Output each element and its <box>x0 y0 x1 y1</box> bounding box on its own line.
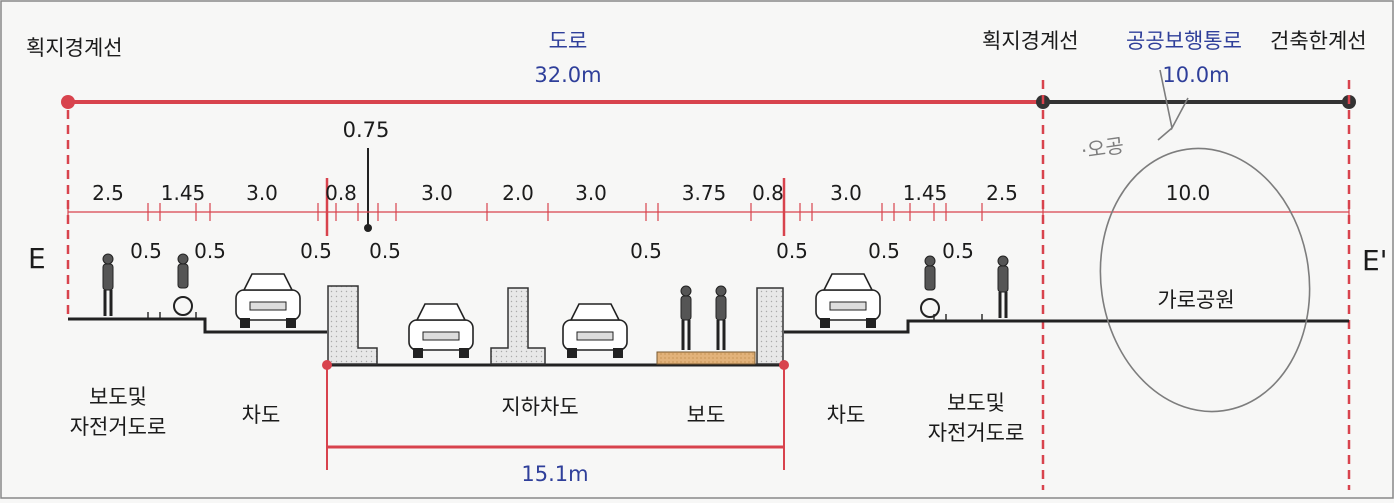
pedestrian-icon <box>997 255 1009 318</box>
segment-label: 10.0 <box>1166 181 1211 205</box>
ground-profile-right <box>784 319 1349 334</box>
passage-label: 공공보행통로 <box>1126 29 1242 53</box>
segment-label: 1.45 <box>161 181 206 205</box>
pedestrian-icon <box>715 285 727 350</box>
zone-label-lane-left: 차도 <box>242 403 281 427</box>
zone-label-walk-bike-left-line2: 자전거도로 <box>70 415 167 439</box>
underpass-width-label: 15.1m <box>521 462 588 486</box>
section-marker-right: E' <box>1362 244 1387 277</box>
zone-label-walk-bike-right-line1: 보도및 <box>947 391 1005 415</box>
offset-label: 0.5 <box>194 239 226 263</box>
offset-label: 0.5 <box>776 239 808 263</box>
segment-label: 3.0 <box>246 181 278 205</box>
lot-line-label-right: 획지경계선 <box>982 29 1079 53</box>
segment-label: 2.5 <box>92 181 124 205</box>
building-line-label: 건축한계선 <box>1270 29 1367 53</box>
retaining-wall-left <box>327 285 378 365</box>
zone-label-sidewalk: 보도 <box>687 403 726 427</box>
lot-line-label-left: 획지경계선 <box>26 36 123 60</box>
car-right <box>815 273 881 328</box>
offset-label: 0.5 <box>942 239 974 263</box>
zone-label-walk-bike-left-line1: 보도및 <box>89 385 147 409</box>
callout-dot <box>364 224 372 232</box>
car-left <box>235 273 301 328</box>
offset-label: 0.5 <box>868 239 900 263</box>
cyclist-icon <box>173 253 193 316</box>
zone-label-walk-bike-right-line2: 자전거도로 <box>928 421 1025 445</box>
segment-label: 1.45 <box>903 181 948 205</box>
curb-ticks <box>147 312 983 321</box>
offset-label: 0.5 <box>369 239 401 263</box>
street-park-label: 가로공원 <box>1157 288 1234 312</box>
car-underpass-left <box>408 303 474 358</box>
segment-label: 3.0 <box>830 181 862 205</box>
segment-ticks <box>67 203 1350 221</box>
offset-label: 0.5 <box>300 239 332 263</box>
segment-label: 0.8 <box>325 181 357 205</box>
handwritten-stroke <box>1157 69 1189 141</box>
car-underpass-right <box>562 303 628 358</box>
section-marker-left: E <box>28 242 46 275</box>
cyclist-icon <box>920 255 940 318</box>
segment-label: 2.0 <box>502 181 534 205</box>
segment-label: 3.75 <box>682 181 727 205</box>
pedestrian-icon <box>102 253 114 316</box>
passage-width-label: 10.0m <box>1162 63 1229 87</box>
road-dimension-start-dot <box>61 95 75 109</box>
segment-label: 0.8 <box>752 181 784 205</box>
offset-label: 0.5 <box>630 239 662 263</box>
sidewalk-pad <box>656 351 756 365</box>
handwritten-note: ·오공 <box>1079 133 1125 163</box>
ground-profile-left <box>68 317 327 334</box>
segment-label: 2.5 <box>986 181 1018 205</box>
zone-label-lane-right: 차도 <box>827 403 866 427</box>
median-divider <box>490 287 546 365</box>
retaining-wall-right <box>756 287 784 365</box>
pedestrian-icon <box>680 285 692 350</box>
segment-label: 3.0 <box>575 181 607 205</box>
road-label: 도로 <box>549 29 588 53</box>
offset-label: 0.5 <box>130 239 162 263</box>
zone-label-underpass: 지하차도 <box>501 395 578 419</box>
handwritten-circle <box>1099 147 1311 413</box>
segment-label: 3.0 <box>421 181 453 205</box>
callout-075: 0.75 <box>343 118 390 142</box>
road-width-label: 32.0m <box>534 63 601 87</box>
